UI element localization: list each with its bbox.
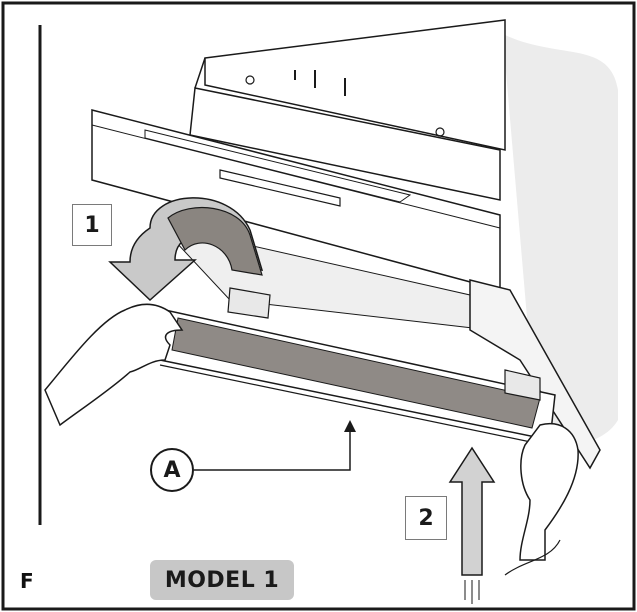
hand-right-icon xyxy=(519,423,579,561)
hood-top-front xyxy=(189,87,501,201)
hood-top-edge xyxy=(194,57,206,89)
hood-recess xyxy=(144,129,412,203)
step-1-label: 1 xyxy=(72,204,112,246)
callout-leader-line xyxy=(194,428,351,471)
hand-motion-curve xyxy=(504,539,561,576)
hood-side-panel xyxy=(469,279,601,470)
grease-filter-mesh xyxy=(171,317,541,429)
model-label-badge: MODEL 1 xyxy=(150,560,294,600)
filter-clip-right xyxy=(504,369,541,401)
upward-arrow-icon xyxy=(448,446,496,576)
screw xyxy=(435,127,445,137)
hood-slot xyxy=(219,169,341,207)
figure-letter: F xyxy=(20,569,34,593)
leader-arrowhead xyxy=(344,420,356,432)
hand-left-icon xyxy=(44,303,184,427)
filter-flap xyxy=(167,206,263,276)
step-2-label: 2 xyxy=(405,496,447,540)
filter-clip-left xyxy=(227,287,271,319)
screw xyxy=(245,75,255,85)
hood-top-body xyxy=(204,19,506,151)
filter-lower-edge xyxy=(159,364,551,447)
callout-a: A xyxy=(150,448,194,492)
